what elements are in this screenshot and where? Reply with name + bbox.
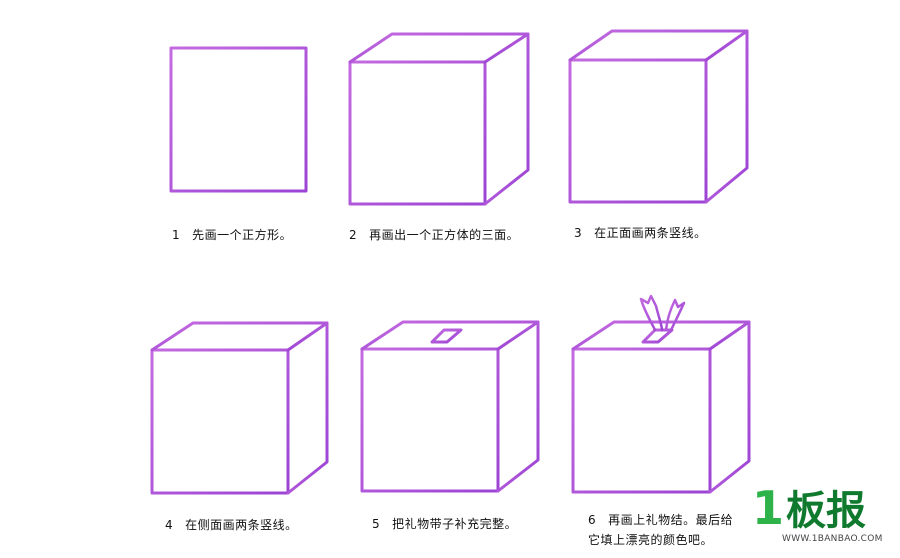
step1-caption: 1 先画一个正方形。 — [172, 226, 292, 243]
step6-text-line2: 它填上漂亮的颜色吧。 — [588, 533, 714, 547]
step5-number: 5 — [372, 517, 381, 531]
site-logo: 1板报 WWW.1BANBAO.COM — [752, 484, 892, 554]
logo-mark-one: 1 — [752, 481, 785, 535]
step4-number: 4 — [165, 518, 174, 532]
step3-caption: 3 在正面画两条竖线。 — [574, 224, 707, 241]
step6-caption: 6 再画上礼物结。最后给 它填上漂亮的颜色吧。 — [588, 510, 733, 550]
step5-cube-ribbon — [360, 320, 540, 493]
step4-caption: 4 在侧面画两条竖线。 — [165, 516, 298, 533]
step4-text: 在侧面画两条竖线。 — [185, 518, 298, 532]
logo-mark-text: 板报 — [786, 488, 867, 534]
step1-square — [169, 46, 308, 193]
step5-caption: 5 把礼物带子补充完整。 — [372, 515, 517, 532]
step1-text: 先画一个正方形。 — [192, 228, 293, 242]
step6-cube-bow — [571, 294, 751, 494]
step4-cube-side-lines — [150, 321, 329, 495]
step1-number: 1 — [172, 228, 181, 242]
step6-text-line1: 再画上礼物结。最后给 — [608, 513, 734, 527]
step3-text: 在正面画两条竖线。 — [594, 226, 707, 240]
step2-text: 再画出一个正方体的三面。 — [369, 228, 520, 242]
step3-cube-front-lines — [568, 29, 749, 204]
step2-caption: 2 再画出一个正方体的三面。 — [349, 226, 519, 243]
step2-number: 2 — [349, 228, 358, 242]
step2-cube — [348, 32, 530, 206]
step5-text: 把礼物带子补充完整。 — [392, 517, 518, 531]
step6-number: 6 — [588, 513, 597, 527]
logo-mark: 1板报 — [752, 484, 866, 535]
logo-url: WWW.1BANBAO.COM — [782, 534, 883, 544]
step3-number: 3 — [574, 226, 583, 240]
